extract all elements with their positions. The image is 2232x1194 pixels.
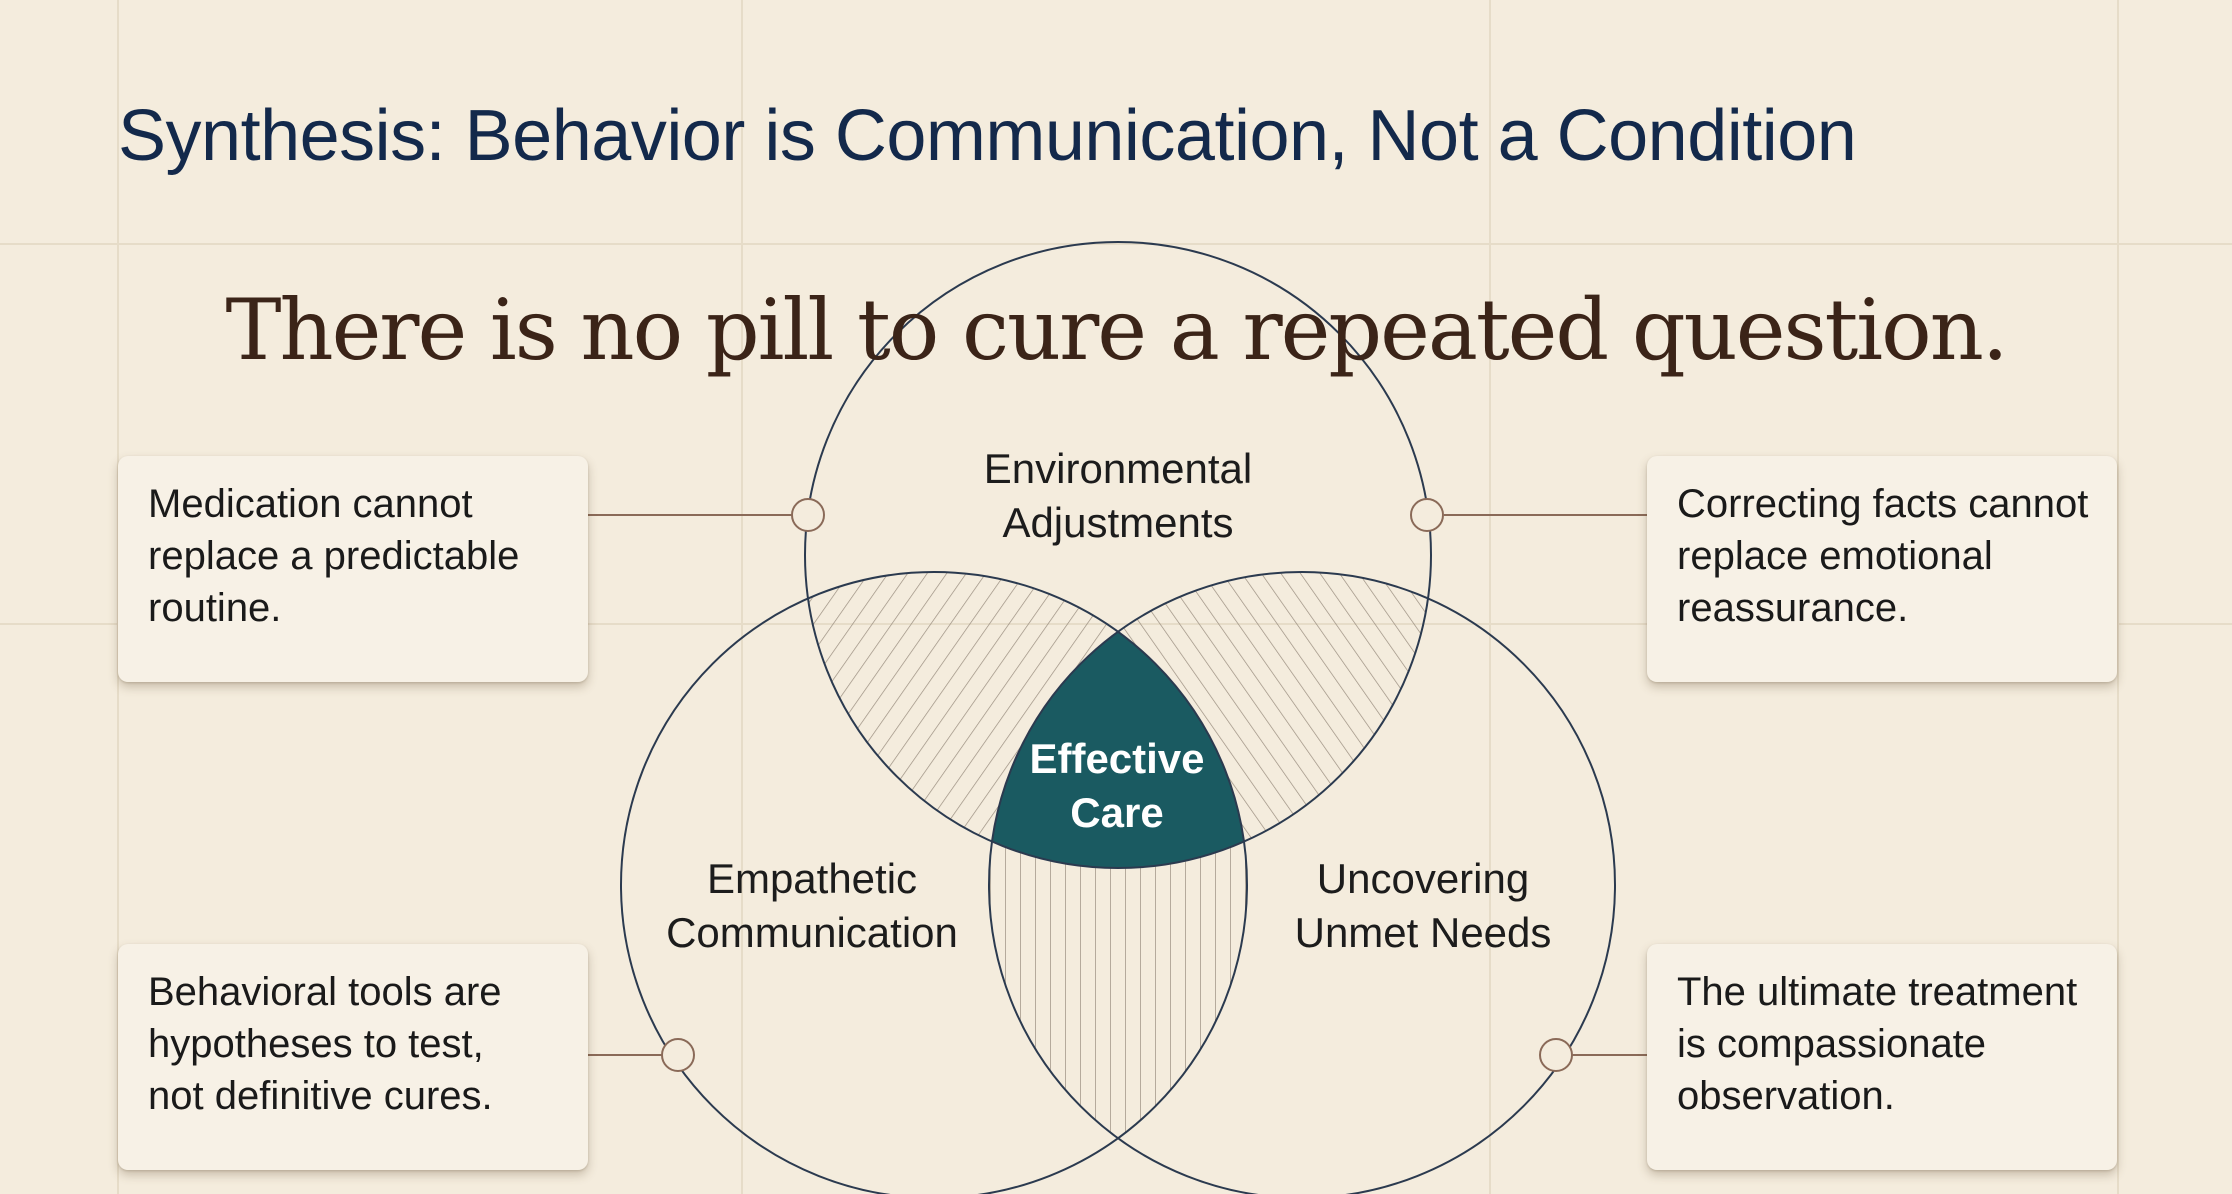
note-line: hypotheses to test, <box>148 1022 484 1066</box>
grid-line <box>0 243 2232 245</box>
note-card-top-left: Medication cannot replace a predictable … <box>118 456 588 682</box>
circle-label-top: Environmental Adjustments <box>918 442 1318 550</box>
note-line: observation. <box>1677 1074 1895 1118</box>
note-line: Behavioral tools are <box>148 970 502 1014</box>
center-label-line: Care <box>1070 789 1164 836</box>
connectors <box>588 498 1647 1072</box>
connector-node-top-right <box>1410 498 1444 532</box>
circle-label-left-line: Empathetic <box>706 855 918 902</box>
note-line: Correcting facts cannot <box>1677 482 2089 526</box>
circle-top-outline <box>804 241 1432 869</box>
connector-node-top-left <box>791 498 825 532</box>
connector-node-bottom-left <box>661 1038 695 1072</box>
note-line: The ultimate treatment <box>1677 970 2078 1014</box>
note-line: routine. <box>148 586 282 630</box>
note-card-bottom-right: The ultimate treatment is compassionate … <box>1647 944 2117 1170</box>
grid-line <box>0 623 2232 625</box>
center-label-line: Effective <box>1029 735 1205 782</box>
circle-label-left-line: Communication <box>666 909 958 956</box>
tagline: There is no pill to cure a repeated ques… <box>225 281 2008 379</box>
circle-label-left: Empathetic Communication <box>632 852 992 960</box>
grid-line <box>1489 0 1491 1194</box>
circle-label-top-line: Environmental <box>983 445 1253 492</box>
grid-line <box>741 0 743 1194</box>
note-line: replace emotional <box>1677 534 1993 578</box>
center-label: Effective Care <box>1017 732 1217 840</box>
note-card-bottom-left: Behavioral tools are hypotheses to test,… <box>118 944 588 1170</box>
connector-node-bottom-right <box>1539 1038 1573 1072</box>
circle-left-outline <box>620 571 1248 1194</box>
note-line: Medication cannot <box>148 482 473 526</box>
circle-label-right-line: Unmet Needs <box>1294 909 1552 956</box>
note-line: replace a predictable <box>148 534 520 578</box>
slide-title: Synthesis: Behavior is Communication, No… <box>118 96 1857 176</box>
note-card-top-right: Correcting facts cannot replace emotiona… <box>1647 456 2117 682</box>
note-line: reassurance. <box>1677 586 1909 630</box>
grid-line <box>2117 0 2119 1194</box>
note-line: not definitive cures. <box>148 1074 493 1118</box>
circle-label-right: Uncovering Unmet Needs <box>1253 852 1593 960</box>
circle-label-top-line: Adjustments <box>1002 499 1234 546</box>
circle-label-right-line: Uncovering <box>1316 855 1530 902</box>
note-line: is compassionate <box>1677 1022 1987 1066</box>
triple-overlap <box>989 572 1247 868</box>
circle-right-outline <box>988 571 1616 1194</box>
